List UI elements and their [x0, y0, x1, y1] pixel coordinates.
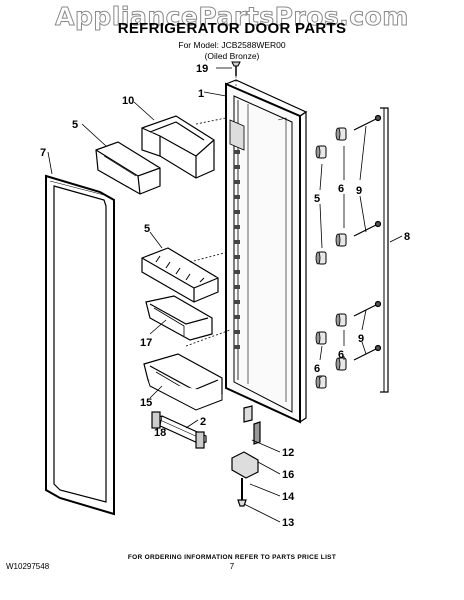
- bottom-trim-bracket: [151, 411, 207, 449]
- model-line: For Model: JCB2588WER00: [178, 40, 286, 50]
- callout-18: 17: [140, 337, 152, 349]
- callout-6-upper: 6: [338, 183, 344, 195]
- callout-2: 2: [200, 416, 206, 428]
- door-assembly: [225, 79, 308, 424]
- dairy-bin-frame: [141, 115, 215, 179]
- dairy-door: [95, 141, 161, 195]
- door-bin: [145, 295, 213, 341]
- large-door-bin: [143, 353, 223, 411]
- callout-7: 7: [40, 147, 46, 159]
- callout-8: 8: [404, 231, 410, 243]
- callout-9-lower: 9: [358, 333, 364, 345]
- leader-lines: [47, 67, 403, 523]
- color-line: (Oiled Bronze): [204, 51, 260, 61]
- callout-15: 14: [282, 491, 295, 503]
- callout-19: 18: [154, 427, 166, 439]
- door-gasket: [45, 174, 115, 516]
- site-watermark: AppliancePartsPros.com: [55, 2, 409, 32]
- callout-9-upper: 9: [356, 185, 362, 197]
- callout-5-upper: 5: [314, 193, 320, 205]
- top-hinge-screw: [231, 61, 241, 86]
- callout-3: 5: [72, 119, 78, 131]
- can-rack-shelf: [141, 247, 219, 303]
- callout-16: 15: [140, 397, 152, 409]
- callout-13: 19: [196, 63, 208, 75]
- hinge-rod: [380, 107, 389, 393]
- callout-14: 13: [282, 517, 294, 529]
- bottom-hinge-parts: [231, 405, 261, 507]
- callout-1: 1: [198, 88, 204, 100]
- callout-10: 10: [122, 95, 134, 107]
- callout-5-lower: 6: [314, 363, 320, 375]
- ordering-note: FOR ORDERING INFORMATION REFER TO PARTS …: [127, 554, 337, 561]
- hinge-screws: [353, 114, 382, 361]
- page-number: 7: [229, 562, 235, 571]
- callout-4: 5: [144, 223, 150, 235]
- document-number: W10297548: [6, 562, 50, 571]
- callout-labels: 19 1 10 5 7 5 17 15 2 18 8 5 6 9 6 6 9 1…: [40, 63, 410, 529]
- callout-6-lower: 6: [338, 349, 344, 361]
- callout-17: 16: [282, 469, 294, 481]
- page-title: REFRIGERATOR DOOR PARTS: [117, 20, 347, 37]
- callout-12: 12: [282, 447, 294, 459]
